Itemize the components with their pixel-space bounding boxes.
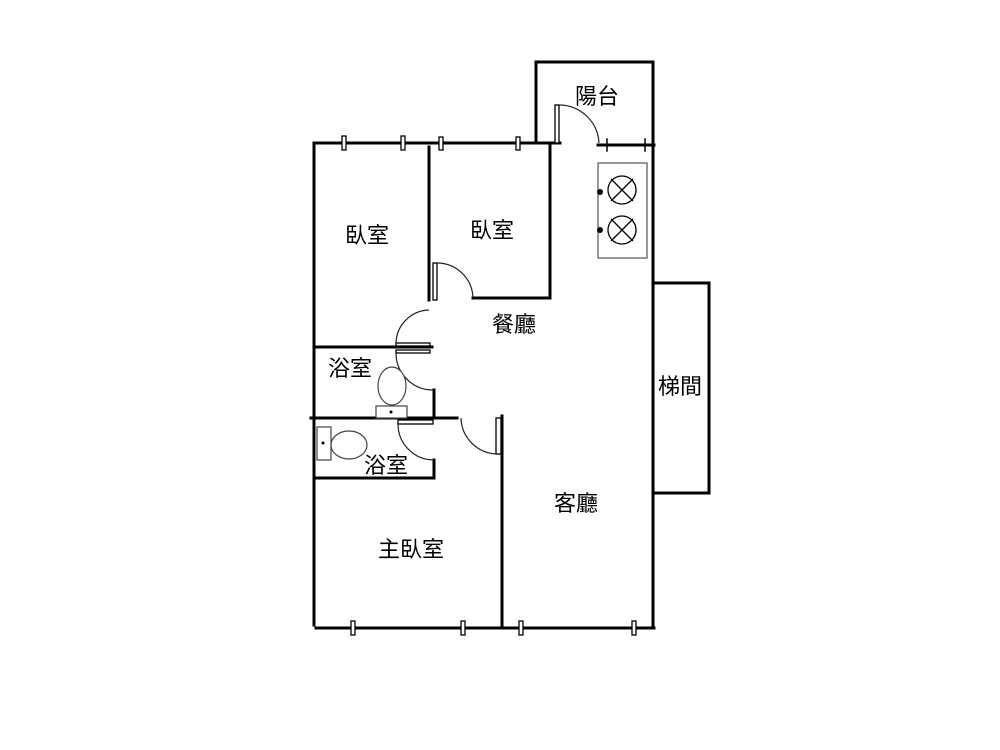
room-label-dining: 餐廳 — [491, 313, 537, 338]
walls — [309, 60, 711, 630]
stove-icon — [597, 162, 648, 259]
room-label-living: 客廳 — [553, 492, 599, 517]
room-label-balcony: 陽台 — [574, 85, 620, 110]
room-label-bathroom-2: 浴室 — [363, 454, 409, 479]
room-label-bathroom-1: 浴室 — [327, 357, 373, 382]
room-label-master-bedroom: 主臥室 — [377, 538, 445, 563]
window-icon — [341, 135, 646, 636]
toilet-icon — [375, 366, 408, 419]
room-label-bedroom-2: 臥室 — [469, 219, 515, 244]
stairwell-outline — [651, 281, 711, 495]
room-label-bedroom-1: 臥室 — [344, 224, 390, 249]
door-swing-icon — [395, 104, 600, 461]
room-label-stairwell: 梯間 — [657, 375, 703, 400]
toilet-icon — [316, 426, 368, 461]
